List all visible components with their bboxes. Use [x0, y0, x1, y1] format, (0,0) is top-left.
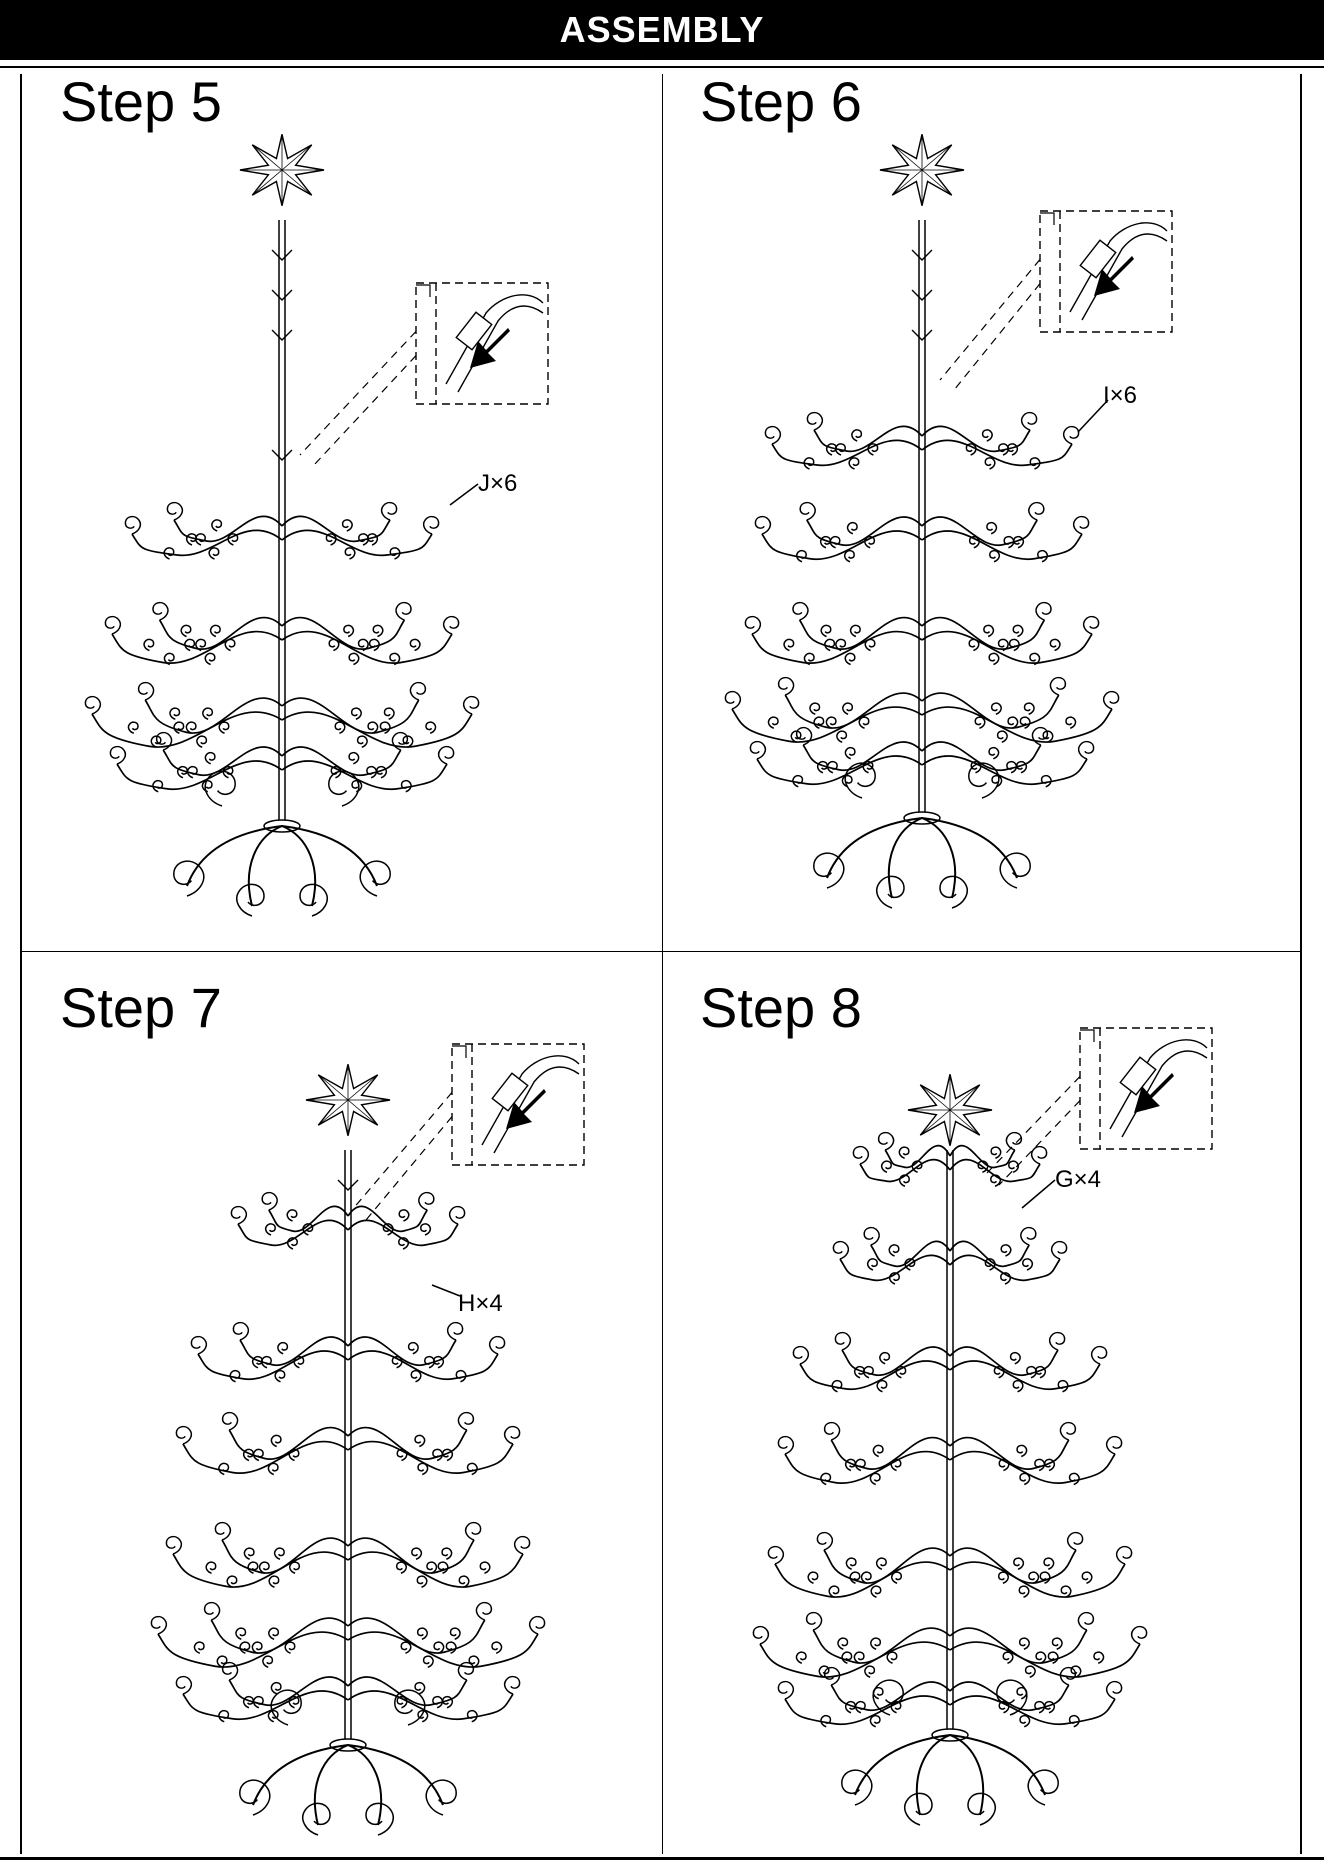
- step-8-callout-label: G×4: [1055, 1166, 1101, 1193]
- step-5-callout: J×6: [450, 470, 517, 505]
- step-5-callout-label: J×6: [478, 470, 517, 497]
- step-7-callout: H×4: [432, 1285, 503, 1317]
- detail-insets: [300, 211, 1212, 1220]
- step-6-callout-label: I×6: [1103, 382, 1137, 409]
- step-7-callout-label: H×4: [458, 1290, 503, 1317]
- step-7-tree-illustration: [151, 1064, 544, 1835]
- step-6-callout: I×6: [1078, 382, 1137, 432]
- step-8-callout: G×4: [1022, 1166, 1101, 1208]
- step-5-tree-illustration: [85, 134, 478, 916]
